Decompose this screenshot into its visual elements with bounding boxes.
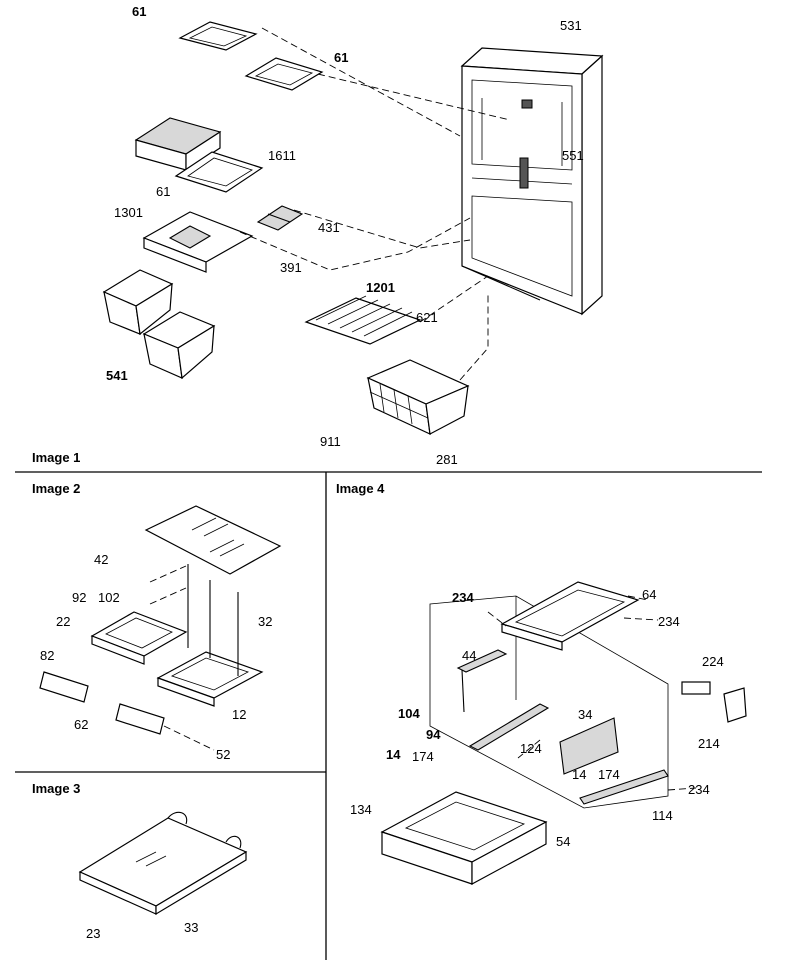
part-label: 621: [416, 310, 438, 325]
part-label: 64: [642, 587, 656, 602]
trim-62: [39, 671, 89, 703]
glass-shelf-61-right: [244, 57, 324, 91]
part-label: 174: [598, 767, 620, 782]
image-2-labels: 42 92 102 22 32 82 62 12 52: [40, 552, 272, 762]
part-label: 62: [74, 717, 88, 732]
glass-shelf-61-top: [178, 21, 258, 51]
part-label: 32: [258, 614, 272, 629]
part-label: 1301: [114, 205, 143, 220]
rail-124: [468, 703, 550, 751]
part-label: 541: [106, 368, 128, 383]
slide-out-shelf: [78, 811, 248, 916]
part-label: 531: [560, 18, 582, 33]
image-4-drawing: [380, 581, 747, 886]
rail-44: [456, 649, 508, 713]
part-label: 102: [98, 590, 120, 605]
part-label: 42: [94, 552, 108, 567]
crisper-drawer-2: [142, 311, 216, 380]
part-label: 12: [232, 707, 246, 722]
shelf-64: [500, 581, 640, 651]
part-label: 114: [652, 808, 673, 823]
part-label: 104: [398, 706, 420, 721]
part-label: 124: [520, 741, 542, 756]
bracket-214: [723, 687, 747, 723]
trim-52: [115, 703, 165, 735]
part-label: 234: [688, 782, 710, 797]
panel-title-image-1: Image 1: [32, 450, 80, 465]
panel-title-image-4: Image 4: [336, 481, 385, 496]
refrigerator-cabinet: [460, 47, 604, 316]
image-4-dash-lines: [487, 595, 697, 791]
part-label: 33: [184, 920, 198, 935]
image-4-labels: 234 64 234 44 224 104 94 124 34 214 14 1…: [350, 587, 724, 849]
part-label: 234: [658, 614, 680, 629]
rail-114: [579, 769, 669, 805]
part-label: 82: [40, 648, 54, 663]
part-label: 911: [320, 434, 341, 449]
part-label: 61: [334, 50, 348, 65]
part-label: 224: [702, 654, 724, 669]
drawer-134: [380, 791, 548, 886]
part-label: 214: [698, 736, 720, 751]
support-rails: [149, 564, 239, 676]
image-3-labels: 23 33: [86, 920, 198, 941]
part-label: 1201: [366, 280, 395, 295]
part-label: 551: [562, 148, 584, 163]
wire-shelf-1201: [304, 295, 422, 345]
bracket-1611: [256, 205, 304, 231]
image-2-drawing: [39, 505, 282, 751]
part-label: 234: [452, 590, 474, 605]
shelf-frame-12: [156, 651, 264, 707]
panel-title-image-3: Image 3: [32, 781, 80, 796]
part-label: 52: [216, 747, 230, 762]
part-label: 34: [578, 707, 592, 722]
panel-dividers: [15, 471, 762, 960]
part-label: 61: [132, 4, 146, 19]
crisper-drawer-1: [102, 269, 174, 336]
leader-52: [163, 725, 215, 751]
crisper-frame-1301: [142, 211, 254, 273]
image-1-dash-lines: [239, 27, 511, 381]
image-1-drawing: [102, 21, 604, 436]
part-label: 44: [462, 648, 476, 663]
part-label: 23: [86, 926, 100, 941]
part-label: 22: [56, 614, 70, 629]
image-1-labels: 61 61 531 551 1611 61 1301 431 391 1201 …: [106, 4, 584, 467]
hinge-224: [681, 681, 711, 695]
part-label: 174: [412, 749, 434, 764]
part-label: 134: [350, 802, 372, 817]
part-label: 431: [318, 220, 340, 235]
part-label: 281: [436, 452, 458, 467]
part-label: 61: [156, 184, 170, 199]
part-label: 14: [386, 747, 401, 762]
part-label: 1611: [268, 148, 296, 163]
part-label: 391: [280, 260, 302, 275]
rail-34: [559, 717, 619, 775]
glass-shelf-32: [144, 505, 282, 575]
shelf-frame-22: [90, 611, 188, 665]
part-label: 94: [426, 727, 441, 742]
shelf-61-lower: [174, 151, 264, 193]
image-3-drawing: [78, 811, 248, 916]
freezer-basket-281: [366, 359, 470, 436]
part-label: 54: [556, 834, 570, 849]
part-label: 14: [572, 767, 586, 782]
part-label: 92: [72, 590, 86, 605]
panel-title-image-2: Image 2: [32, 481, 80, 496]
assembly-frame: [429, 595, 669, 809]
